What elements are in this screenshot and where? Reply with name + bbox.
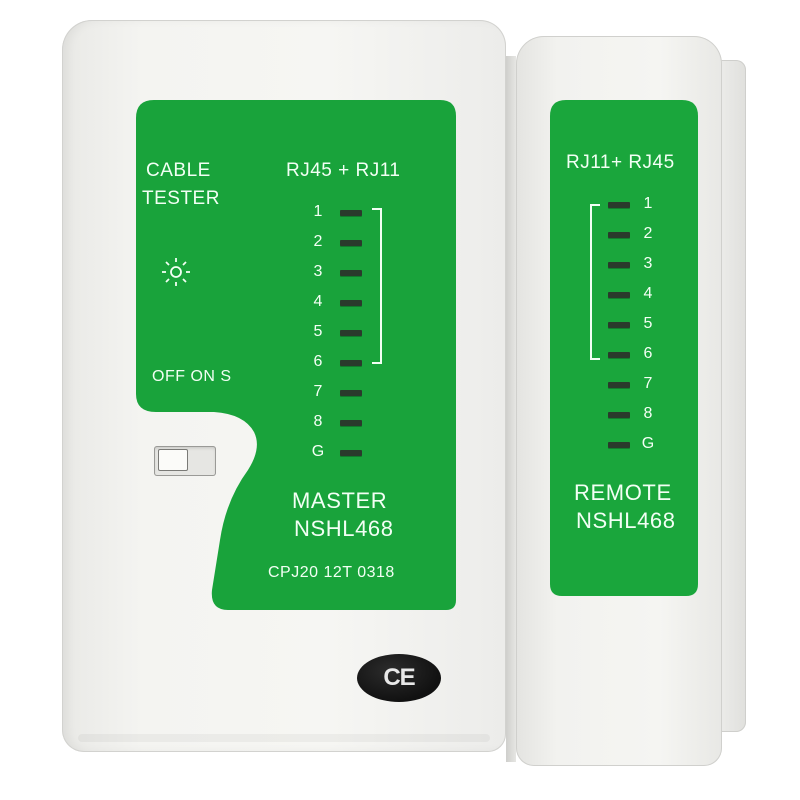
remote-pin-label: 6 [643, 345, 653, 362]
remote-pin-label: G [641, 435, 655, 452]
master-pin-label: 2 [313, 233, 323, 250]
master-led [340, 270, 362, 276]
master-pin-label: 8 [313, 413, 323, 430]
master-pin-label: 3 [313, 263, 323, 280]
master-led [340, 420, 362, 426]
master-title-line1: CABLE [146, 160, 211, 181]
master-led [340, 210, 362, 216]
master-led [340, 330, 362, 336]
master-pin-label: 6 [313, 353, 323, 370]
master-led [340, 300, 362, 306]
remote-led [608, 322, 630, 328]
master-led [340, 390, 362, 396]
remote-pin-label: 2 [643, 225, 653, 242]
master-led [340, 360, 362, 366]
remote-pin-label: 1 [643, 195, 653, 212]
remote-pair-bracket [590, 204, 600, 360]
master-model-line1: MASTER [292, 488, 388, 513]
master-led [340, 450, 362, 456]
remote-model-line1: REMOTE [574, 480, 672, 505]
remote-connector-label: RJ11+ RJ45 [566, 152, 675, 173]
ce-mark-text: CE [383, 664, 415, 691]
remote-led [608, 292, 630, 298]
remote-pin-label: 3 [643, 255, 653, 272]
remote-led [608, 262, 630, 268]
light-indicator-icon [162, 258, 190, 286]
remote-led [608, 232, 630, 238]
remote-led [608, 382, 630, 388]
remote-led [608, 442, 630, 448]
remote-pin-label: 4 [643, 285, 653, 302]
master-connector-label: RJ45 + RJ11 [286, 160, 401, 181]
master-switch-label: OFF ON S [152, 368, 232, 385]
power-mode-switch[interactable] [154, 446, 216, 476]
remote-pin-label: 7 [643, 375, 653, 392]
master-model-line2: NSHL468 [294, 516, 394, 541]
master-pin-label: 5 [313, 323, 323, 340]
master-pin-label: 1 [313, 203, 323, 220]
remote-model-line2: NSHL468 [576, 508, 676, 533]
ce-mark-badge: CE [357, 654, 441, 702]
switch-knob[interactable] [158, 449, 188, 471]
master-pin-label: 4 [313, 293, 323, 310]
master-pin-label: 7 [313, 383, 323, 400]
master-serial: CPJ20 12T 0318 [268, 564, 395, 581]
remote-led [608, 202, 630, 208]
master-pair-bracket [372, 208, 382, 364]
unit-seam [506, 56, 516, 762]
master-led [340, 240, 362, 246]
master-green-panel [136, 100, 456, 610]
remote-led [608, 412, 630, 418]
master-pin-label: G [311, 443, 325, 460]
remote-pin-label: 5 [643, 315, 653, 332]
remote-green-panel [550, 100, 698, 596]
remote-led [608, 352, 630, 358]
remote-pin-label: 8 [643, 405, 653, 422]
master-title-line2: TESTER [142, 188, 220, 209]
